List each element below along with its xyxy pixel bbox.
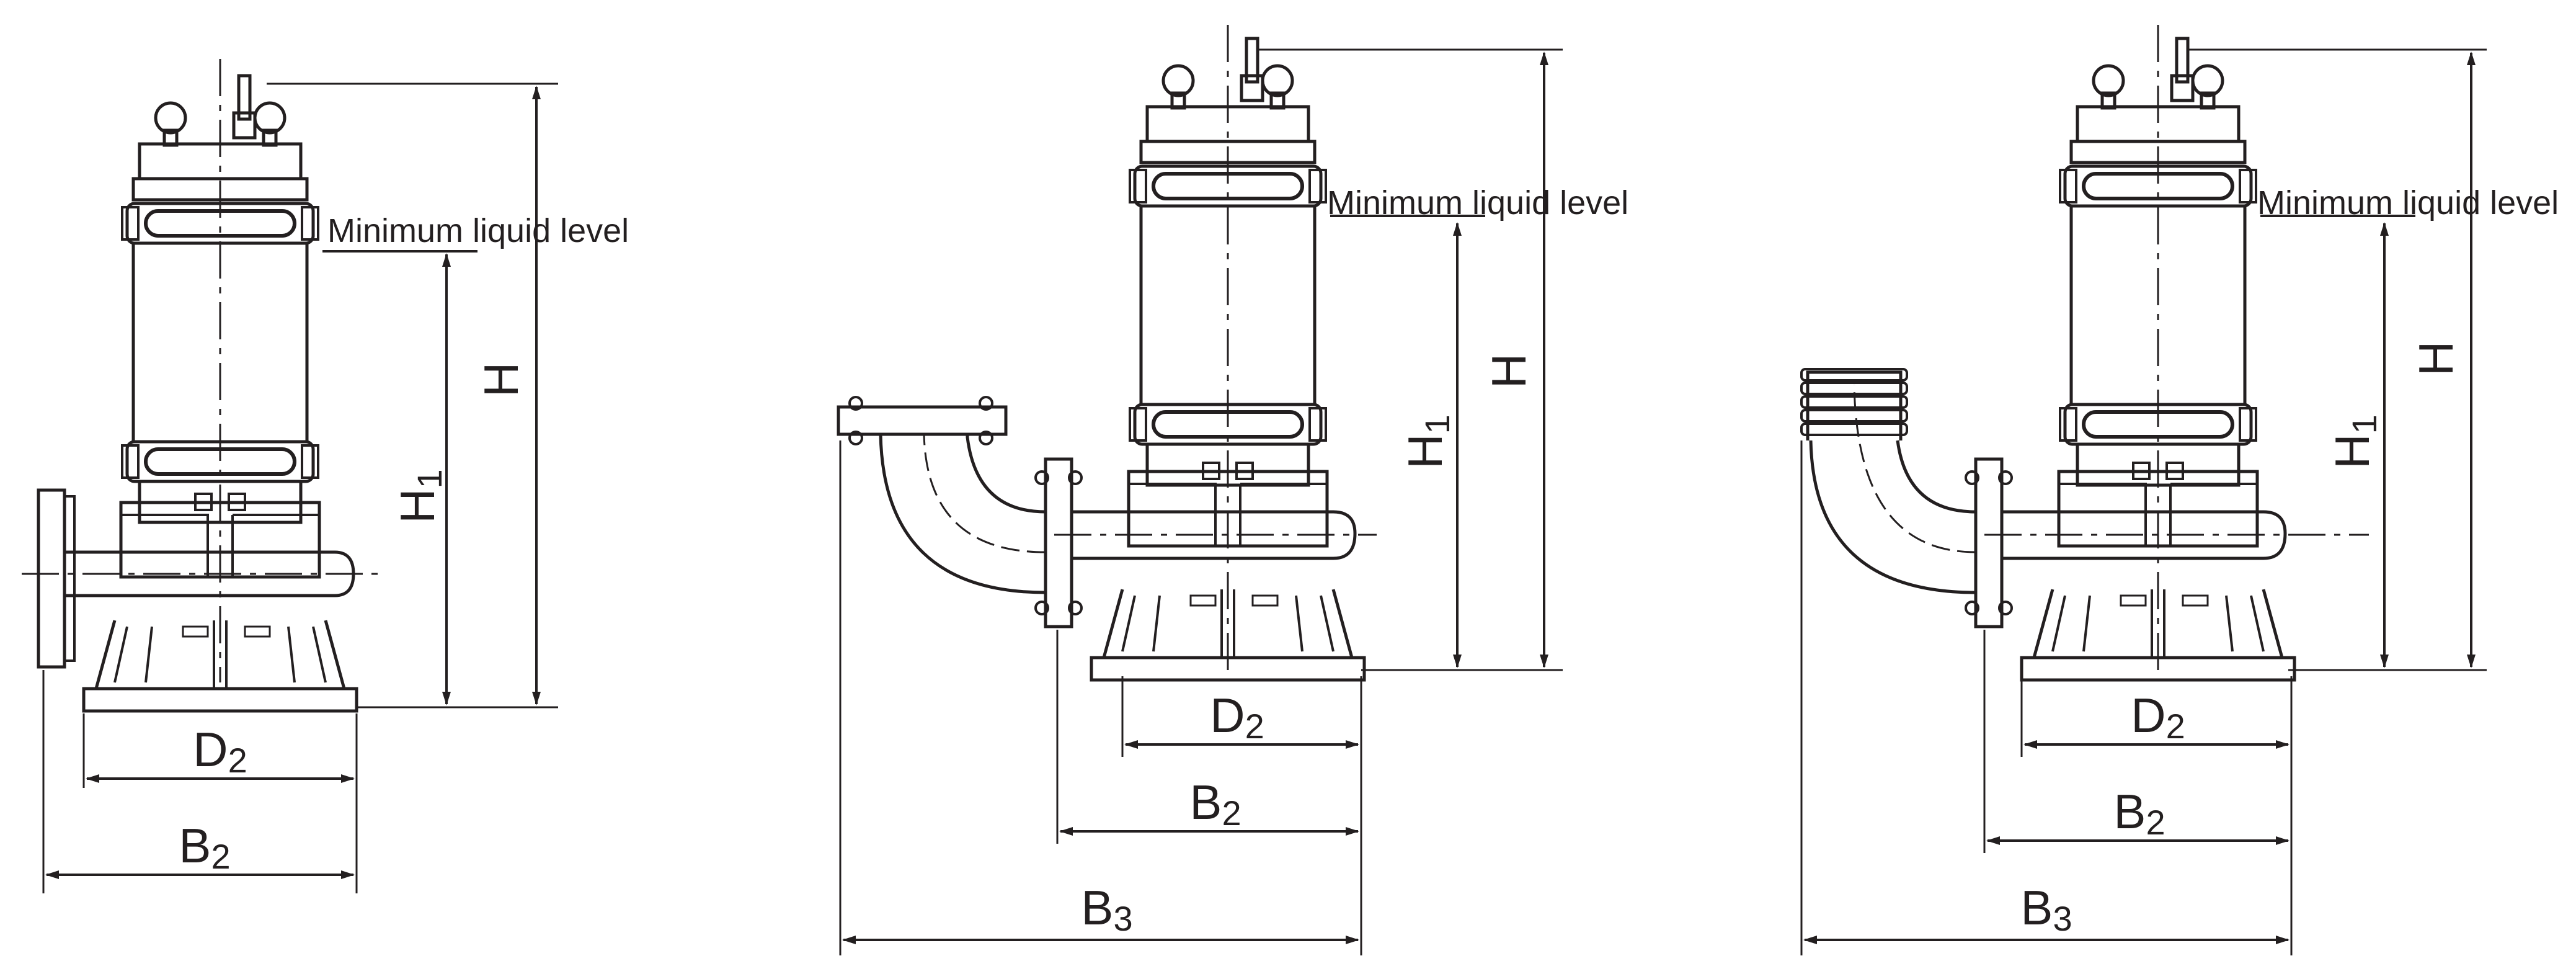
view-3-dim-h: H [2409,341,2463,376]
view-2-dim-h: H [1481,354,1536,388]
view-1-pump [22,59,378,711]
view-3-dim-b2: B2 [2113,784,2165,842]
view-1-dim-d2: D2 [193,722,247,780]
view-2-dim-b2: B2 [1189,775,1241,833]
view-2-dim-h1: H1 [1398,414,1457,469]
view-1-dim-b2: B2 [179,818,230,876]
view-1-dim-h: H [474,362,528,397]
view-2-level-label: Minimum liquid level [1327,184,1628,221]
view-1-dim-h1: H1 [390,469,449,524]
view-2-dim-d2: D2 [1210,688,1264,746]
view-3-dim-h1: H1 [2325,414,2384,469]
view-3-level-label: Minimum liquid level [2257,184,2559,221]
view-2-dim-b3: B3 [1081,880,1132,938]
view-3-dim-d2: D2 [2131,688,2185,746]
view-3-dim-b3: B3 [2020,880,2072,938]
view-3-pump [1800,25,2369,680]
view-2-pump [837,25,1377,680]
view-1-level-label: Minimum liquid level [327,212,629,249]
